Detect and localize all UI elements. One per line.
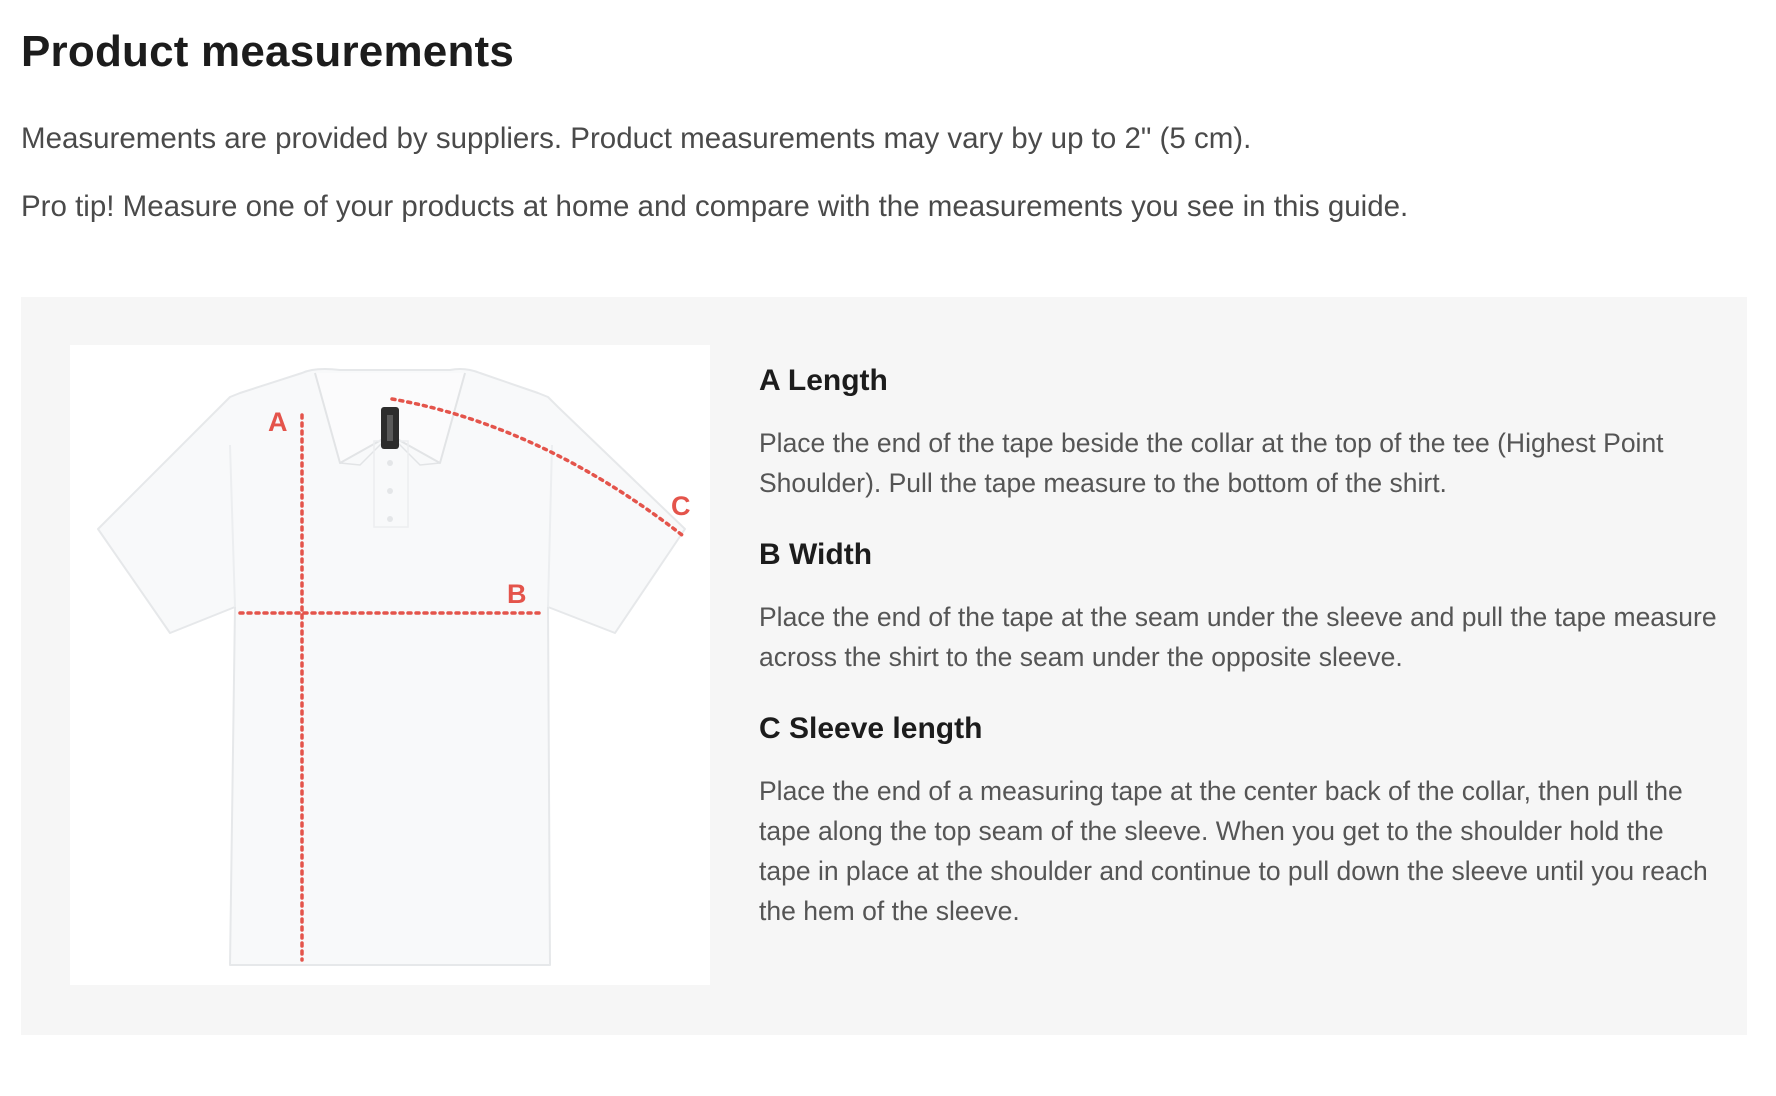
definition-title: C Sleeve length	[759, 712, 983, 745]
definition-title: B Width	[759, 538, 873, 571]
definition-title: A Length	[759, 364, 888, 397]
left-sleeve-seam	[229, 444, 236, 608]
measurement-guide-panel: A B C A Length Place the end of the tape…	[21, 297, 1747, 1035]
polo-shirt-illustration: A B C	[97, 368, 691, 966]
definition-description: Place the end of the tape at the seam un…	[759, 602, 1717, 672]
definition-description: Place the end of a measuring tape at the…	[759, 776, 1708, 926]
definition-width: B Width Place the end of the tape at the…	[759, 535, 1719, 677]
definition-length: A Length Place the end of the tape besid…	[759, 361, 1719, 503]
definition-sleeve-length: C Sleeve length Place the end of a measu…	[759, 709, 1719, 931]
right-sleeve-seam	[547, 444, 553, 608]
label-a: A	[268, 407, 288, 437]
button-3	[387, 516, 393, 522]
label-b: B	[507, 579, 527, 609]
label-c: C	[671, 491, 691, 521]
neck-label-text	[387, 415, 393, 441]
sleeve-measure-line	[390, 397, 684, 537]
intro-pro-tip: Pro tip! Measure one of your products at…	[21, 190, 1409, 223]
intro-disclaimer: Measurements are provided by suppliers. …	[21, 122, 1252, 155]
page-title: Product measurements	[21, 27, 515, 76]
shirt-diagram: A B C	[70, 345, 710, 985]
button-1	[387, 460, 393, 466]
definition-description: Place the end of the tape beside the col…	[759, 428, 1664, 498]
shirt-body-shape	[97, 368, 686, 966]
button-2	[387, 488, 393, 494]
measurement-definitions: A Length Place the end of the tape besid…	[759, 361, 1719, 931]
